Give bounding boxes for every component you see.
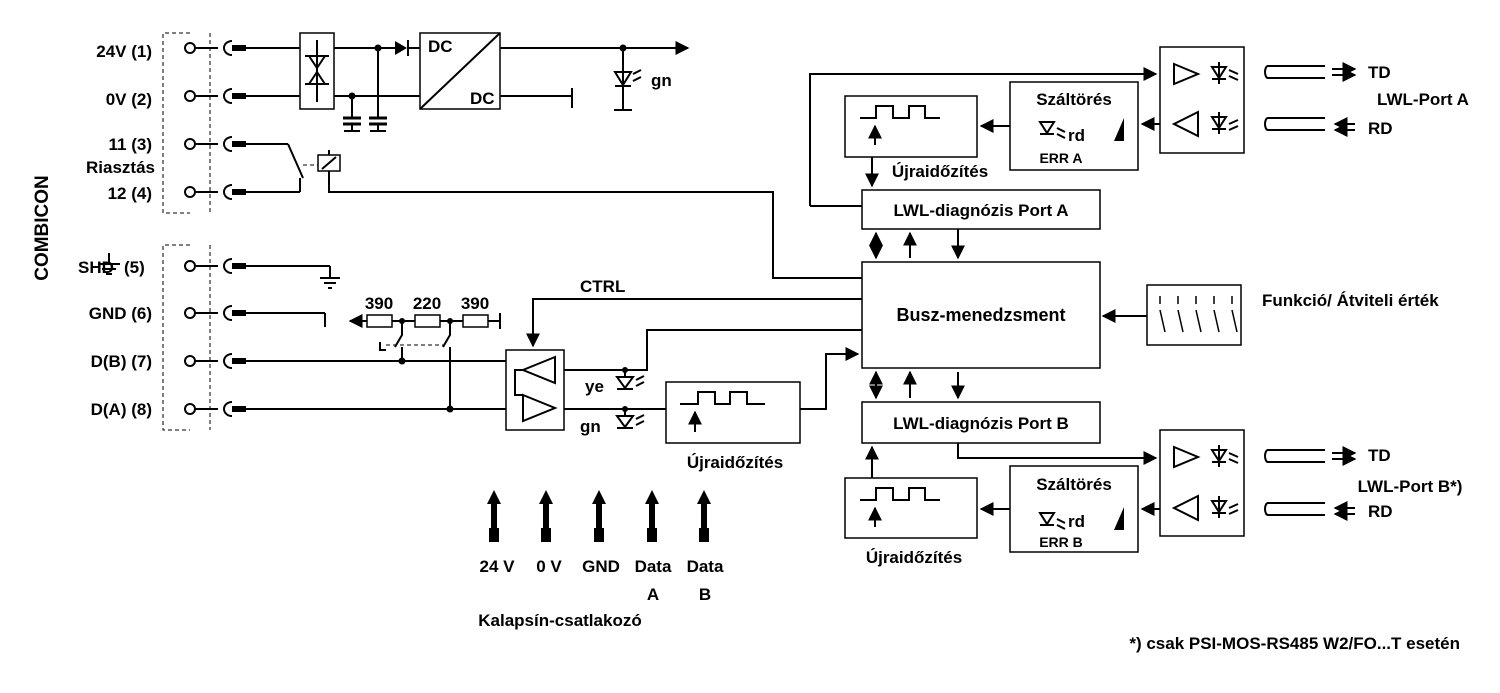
bus-manager-label: Busz-menedzsment xyxy=(896,305,1065,325)
terminal-gnd-label: GND (6) xyxy=(89,304,152,323)
dc-input-label: DC xyxy=(428,37,453,56)
resistor-390-right: 390 xyxy=(461,294,489,313)
power-led-gn-label: gn xyxy=(651,71,672,90)
rail-pin-gnd: GND xyxy=(582,557,620,576)
terminal-connectors xyxy=(184,40,246,417)
port-b-rd-led-label: rd xyxy=(1068,512,1085,531)
shield-ground-icon xyxy=(98,253,120,275)
rail-pin-data-b-sub: B xyxy=(699,585,711,604)
bus-lines xyxy=(246,265,506,413)
rail-pin-data-a-sub: A xyxy=(647,585,659,604)
port-a-diag-label: LWL-diagnózis Port A xyxy=(893,201,1068,220)
port-b-rd-label: RD xyxy=(1368,502,1393,521)
port-a-retiming-label: Újraidőzítés xyxy=(892,162,988,181)
terminal-db-label: D(B) (7) xyxy=(91,352,152,371)
bus-manager-box xyxy=(861,261,1101,369)
terminal-brackets xyxy=(162,32,211,431)
footnote: *) csak PSI-MOS-RS485 W2/FO...T esetén xyxy=(1129,634,1460,653)
rail-pin-data-a: Data xyxy=(635,557,672,576)
rail-pin-0v: 0 V xyxy=(536,557,562,576)
port-b-err-label: ERR B xyxy=(1039,534,1083,550)
rail-connector-label: Kalapsín-csatlakozó xyxy=(478,611,641,630)
transceiver-led-ye-label: ye xyxy=(585,377,604,396)
terminal-12-label: 12 (4) xyxy=(108,184,152,203)
port-a-name: LWL-Port A xyxy=(1377,90,1469,109)
port-a-rd-led-label: rd xyxy=(1068,126,1085,145)
terminal-24v-label: 24V (1) xyxy=(96,42,152,61)
terminal-shd-label: SHD xyxy=(78,258,114,277)
port-b-td-label: TD xyxy=(1368,446,1391,465)
port-b-diag-label: LWL-diagnózis Port B xyxy=(893,414,1069,433)
terminal-0v-label: 0V (2) xyxy=(106,90,152,109)
terminal-da-label: D(A) (8) xyxy=(91,400,152,419)
rs485-transceiver xyxy=(505,298,862,431)
alarm-label: Riasztás xyxy=(86,158,155,177)
port-b-name: LWL-Port B*) xyxy=(1358,477,1463,496)
port-a-err-label: ERR A xyxy=(1039,150,1082,166)
port-a-rd-label: RD xyxy=(1368,119,1393,138)
retiming-label-center: Újraidőzítés xyxy=(687,453,783,472)
combicon-label: COMBICON xyxy=(32,175,53,281)
resistor-390-left: 390 xyxy=(365,294,393,313)
port-a-td-label: TD xyxy=(1368,63,1391,82)
terminal-11-label: 11 (3) xyxy=(109,135,152,154)
dip-switch-label: Funkció/ Átviteli érték xyxy=(1262,291,1439,310)
ctrl-label: CTRL xyxy=(580,277,625,296)
power-supply-section xyxy=(246,32,690,132)
port-a-section xyxy=(809,46,1357,260)
port-b-section xyxy=(844,370,1357,553)
dip-switch xyxy=(1101,284,1242,346)
rail-pin-24v: 24 V xyxy=(480,557,516,576)
terminal-shd-number: (5) xyxy=(124,258,145,277)
transceiver-led-gn-label: gn xyxy=(580,417,601,436)
rail-connector-pins xyxy=(487,490,711,542)
retiming-block-center xyxy=(665,347,860,444)
port-a-fiber-break-label: Száltörés xyxy=(1036,90,1112,109)
resistor-220: 220 xyxy=(413,294,441,313)
dc-output-label: DC xyxy=(470,89,495,108)
port-b-fiber-break-label: Száltörés xyxy=(1036,475,1112,494)
alarm-relay xyxy=(246,143,862,279)
port-b-retiming-label: Újraidőzítés xyxy=(866,548,962,567)
rail-pin-data-b: Data xyxy=(687,557,724,576)
